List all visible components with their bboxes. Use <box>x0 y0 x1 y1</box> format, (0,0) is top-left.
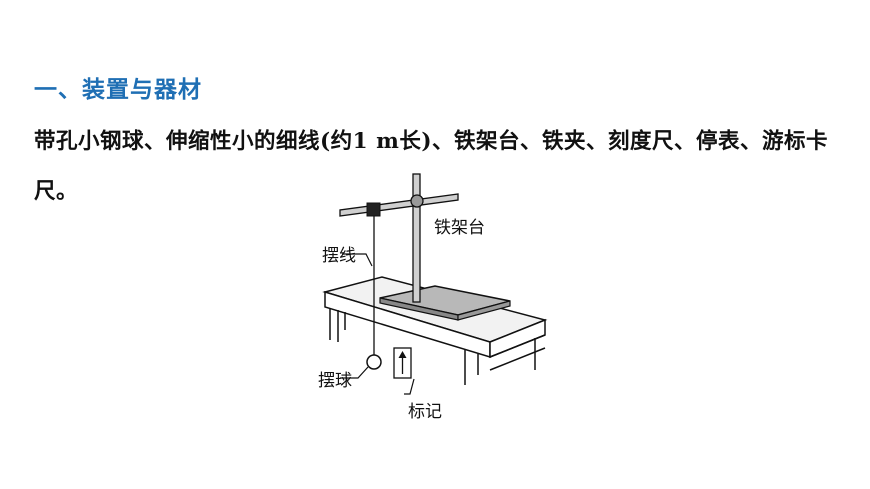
leader-mark <box>404 378 415 395</box>
stand-rod <box>412 173 421 303</box>
label-stand: 铁架台 <box>434 218 485 238</box>
pendulum-apparatus-figure: 铁架台 摆线 摆球 标记 <box>300 170 560 430</box>
materials-text: 带孔小钢球、伸缩性小的细线(约1 m长)、铁架台、铁夹、刻度尺、停表、游标卡尺。 <box>34 129 829 204</box>
label-mark: 标记 <box>408 402 442 422</box>
boss-head <box>410 194 424 208</box>
clamp-arm <box>339 193 459 217</box>
label-string: 摆线 <box>322 246 356 266</box>
leader-string <box>342 253 373 267</box>
string-clamp <box>366 202 381 217</box>
section-heading: 一、装置与器材 <box>34 77 202 103</box>
leader-ball <box>340 366 369 379</box>
pendulum-ball <box>366 354 382 370</box>
label-ball: 摆球 <box>318 371 352 391</box>
table-legs <box>329 308 546 385</box>
